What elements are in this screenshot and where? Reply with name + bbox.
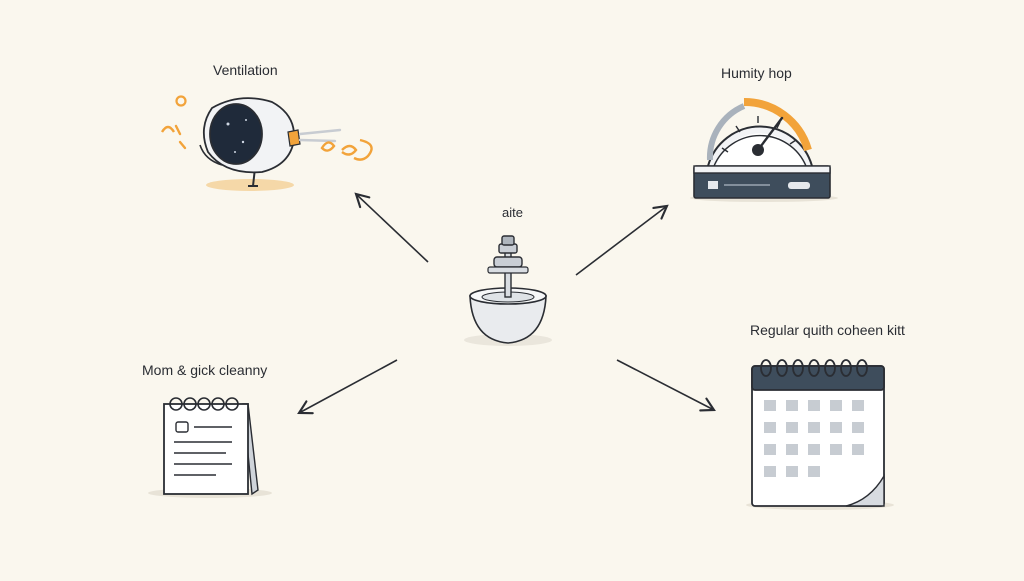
arrow-to-cleaning (297, 359, 398, 415)
exhaust-fan-icon (160, 95, 373, 191)
notepad-icon (148, 397, 272, 498)
hygrometer-gauge-icon (690, 97, 838, 202)
node-label-schedule: Regular quith coheen kitt (750, 322, 905, 338)
calendar-icon (746, 359, 894, 510)
node-label-humidity: Humity hop (721, 65, 792, 81)
node-label-ventilation: Ventilation (213, 62, 278, 78)
node-label-cleaning: Mom & gick cleanny (142, 362, 268, 378)
arrow-to-ventilation (354, 192, 429, 263)
arrow-to-humidity (575, 204, 669, 276)
arrow-to-schedule (616, 359, 716, 412)
faucet-bowl-icon (464, 235, 552, 346)
node-label-center: aite (502, 205, 523, 220)
